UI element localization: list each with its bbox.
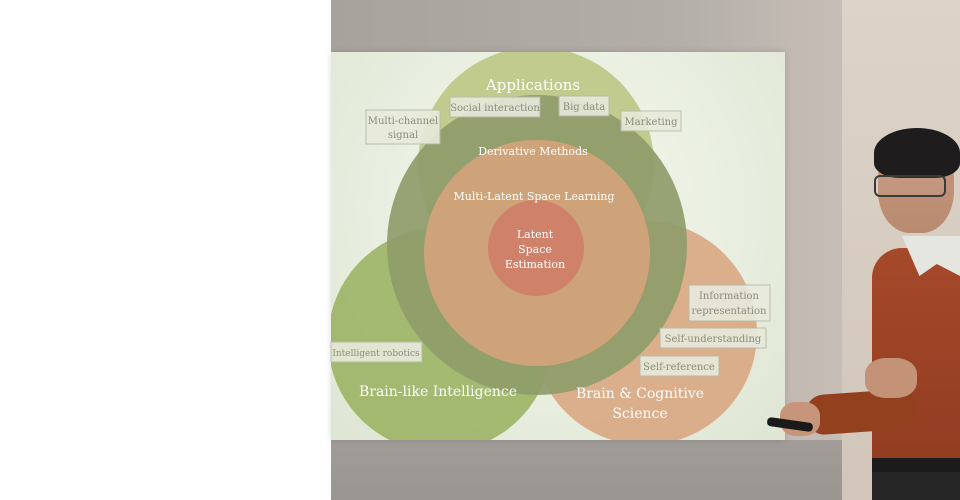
- multi-latent-space-label: Multi-Latent Space Learning: [454, 190, 615, 203]
- blank-left-area: [0, 0, 331, 500]
- latent-label: Latent: [517, 228, 554, 241]
- presenter-belt: [872, 458, 960, 472]
- self-reference-text: Self-reference: [643, 362, 715, 373]
- space-label: Space: [518, 243, 552, 256]
- social-interaction-text: Social interaction: [450, 103, 540, 114]
- latent-space-estimation-circle: [488, 200, 584, 296]
- wall-lower-area: [331, 440, 842, 500]
- self-reference-box: Self-reference: [639, 355, 720, 377]
- multi-channel-line1: Multi-channel: [368, 116, 438, 127]
- brain-cognitive-label-line2: Science: [612, 406, 667, 422]
- big-data-box: Big data: [558, 95, 610, 117]
- brain-like-intelligence-label: Brain-like Intelligence: [359, 384, 517, 400]
- multi-channel-box: Multi-channel signal: [365, 109, 441, 145]
- big-data-text: Big data: [563, 102, 606, 113]
- self-understanding-text: Self-understanding: [665, 334, 762, 345]
- estimation-label: Estimation: [505, 258, 565, 271]
- multi-channel-line2: signal: [388, 130, 418, 141]
- intelligent-robotics-text: Intelligent robotics: [332, 349, 420, 359]
- presenter-glasses: [874, 175, 946, 197]
- information-line2: representation: [692, 306, 768, 317]
- presenter-left-hand: [865, 358, 917, 398]
- self-understanding-box: Self-understanding: [659, 327, 767, 349]
- applications-label: Applications: [485, 76, 580, 94]
- social-interaction-box: Social interaction: [449, 96, 541, 118]
- intelligent-robotics-box: Intelligent robotics: [330, 341, 423, 363]
- marketing-box: Marketing: [620, 110, 682, 132]
- information-line1: Information: [699, 291, 760, 302]
- marketing-text: Marketing: [624, 117, 678, 128]
- presenter-hair: [874, 128, 960, 178]
- presenter-trousers: [872, 472, 960, 500]
- information-representation-box: Information representation: [688, 284, 771, 322]
- derivative-methods-label: Derivative Methods: [478, 145, 588, 158]
- brain-cognitive-label-line1: Brain & Cognitive: [576, 386, 704, 402]
